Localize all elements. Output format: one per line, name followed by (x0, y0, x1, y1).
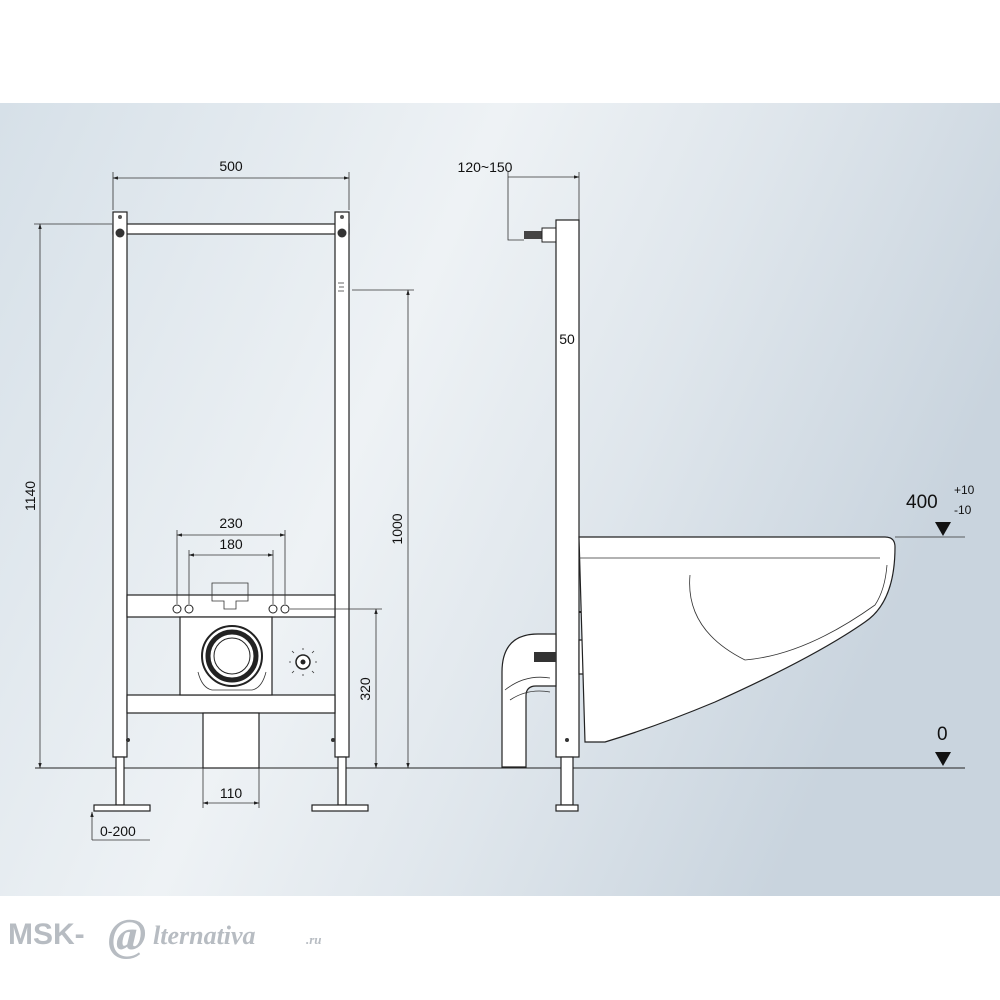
stud-4 (280, 604, 290, 614)
level-marker-0 (935, 752, 951, 766)
top-right-bolt (337, 228, 347, 238)
front-view: 500 1140 1000 230 180 320 110 0-200 (22, 158, 414, 841)
dim-floor-0: 0 (937, 724, 948, 745)
level-marker-400 (935, 522, 951, 536)
stud-1 (172, 604, 182, 614)
dim-height-320: 320 (357, 677, 373, 701)
watermark-prefix: MSK- (8, 918, 85, 951)
lower-frame-top (126, 594, 336, 618)
dim-width-110: 110 (220, 785, 243, 801)
side-view: 120~150 50 400 +10 -10 0 (458, 159, 975, 812)
stud-3 (268, 604, 278, 614)
dim-bowl-height-400: 400 (906, 492, 938, 513)
drawing-background (0, 103, 1000, 896)
dim-profile-50: 50 (559, 331, 575, 347)
dim-leg-0-200: 0-200 (100, 823, 136, 839)
tolerance-plus: +10 (954, 483, 975, 497)
left-foot (93, 804, 151, 812)
right-foot (311, 804, 369, 812)
dim-spacing-230: 230 (219, 515, 243, 531)
dim-spacing-180: 180 (219, 536, 243, 552)
right-upright (334, 211, 350, 758)
watermark-logo: MSK- @ lternativa .ru (8, 909, 322, 960)
dim-height-1000: 1000 (389, 513, 405, 544)
top-crossbar (112, 223, 350, 235)
toilet-bowl (578, 536, 896, 743)
dim-height-1140: 1140 (22, 481, 38, 511)
stud-2 (184, 604, 194, 614)
dim-width-500: 500 (219, 158, 243, 174)
drain-box (202, 712, 260, 769)
lower-frame-bottom (126, 694, 336, 714)
watermark-suffix: lternativa (153, 921, 256, 950)
right-leg (337, 756, 347, 806)
side-leg (560, 756, 574, 806)
top-left-bolt (115, 228, 125, 238)
watermark-domain: .ru (306, 932, 322, 947)
wall-bracket (507, 200, 524, 241)
tolerance-minus: -10 (954, 503, 972, 517)
dim-depth-120-150: 120~150 (458, 159, 513, 175)
left-upright (112, 211, 128, 758)
drain-pipe-inner (213, 637, 251, 675)
left-leg (115, 756, 125, 806)
watermark-at: @ (108, 909, 146, 960)
side-profile (555, 219, 580, 758)
